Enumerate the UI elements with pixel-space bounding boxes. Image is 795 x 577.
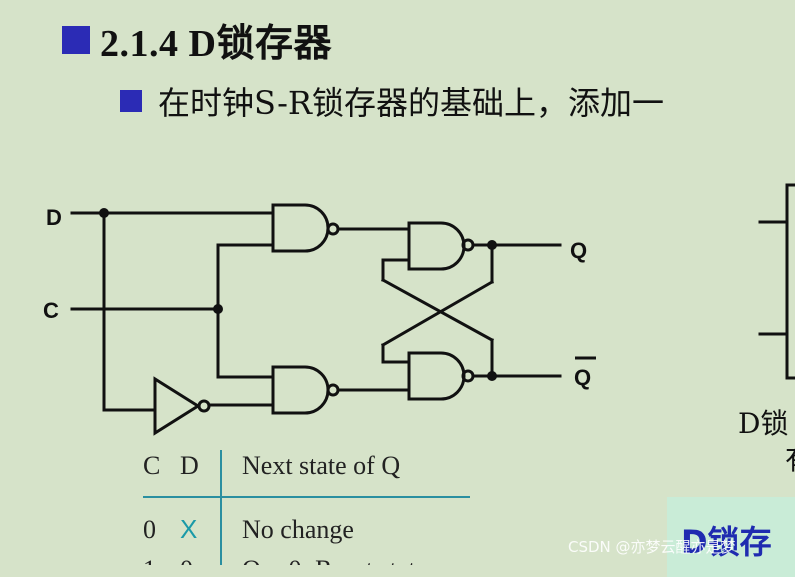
- right-caption: D锁: [738, 407, 789, 440]
- right-caption-2: 有: [785, 438, 795, 478]
- table-cell: X: [180, 514, 197, 544]
- watermark: CSDN @亦梦云醒亦是梦: [568, 538, 736, 556]
- wire-cross-1: [380, 279, 495, 348]
- junction-d: [99, 208, 109, 218]
- subtitle-text: 在时钟S-R锁存器的基础上，添加一: [158, 84, 665, 122]
- slide-title: 2.1.4 D锁存器: [62, 12, 332, 67]
- label-c: C: [43, 298, 59, 323]
- nand-gate-3: [407, 221, 466, 271]
- title-text: 2.1.4 D锁存器: [100, 23, 332, 65]
- d-latch-diagram: D C Q Q C D Next state of Q 0 X No chang…: [43, 183, 795, 565]
- table-cell: No change: [242, 515, 354, 544]
- table-header-c: C: [143, 451, 160, 480]
- subtitle-line: 在时钟S-R锁存器的基础上，添加一: [120, 78, 664, 124]
- preview-title: D锁存: [681, 523, 772, 561]
- inverter-gate: [153, 376, 201, 436]
- nand-gate-4: [407, 351, 466, 401]
- junction-q: [487, 240, 497, 250]
- table-header-next: Next state of Q: [242, 451, 400, 480]
- label-q: Q: [570, 238, 587, 263]
- junction-qbar: [487, 371, 497, 381]
- wire-cross-2: [380, 277, 495, 343]
- label-d: D: [46, 205, 62, 230]
- table-cell: 1: [143, 555, 156, 565]
- table-cell: 0: [180, 555, 193, 565]
- nand-gate-1: [271, 203, 330, 253]
- label-qbar: Q: [574, 365, 591, 390]
- square-bullet-icon: [120, 90, 142, 112]
- table-header-d: D: [180, 451, 199, 480]
- table-cell: Q = 0; Reset state: [242, 555, 427, 565]
- junction-c: [213, 304, 223, 314]
- table-cell: 0: [143, 515, 156, 544]
- next-slide-preview: D锁存: [667, 497, 795, 577]
- inverter-bubble: [197, 399, 211, 413]
- nand-gate-2: [271, 365, 330, 415]
- square-bullet-icon: [62, 25, 90, 54]
